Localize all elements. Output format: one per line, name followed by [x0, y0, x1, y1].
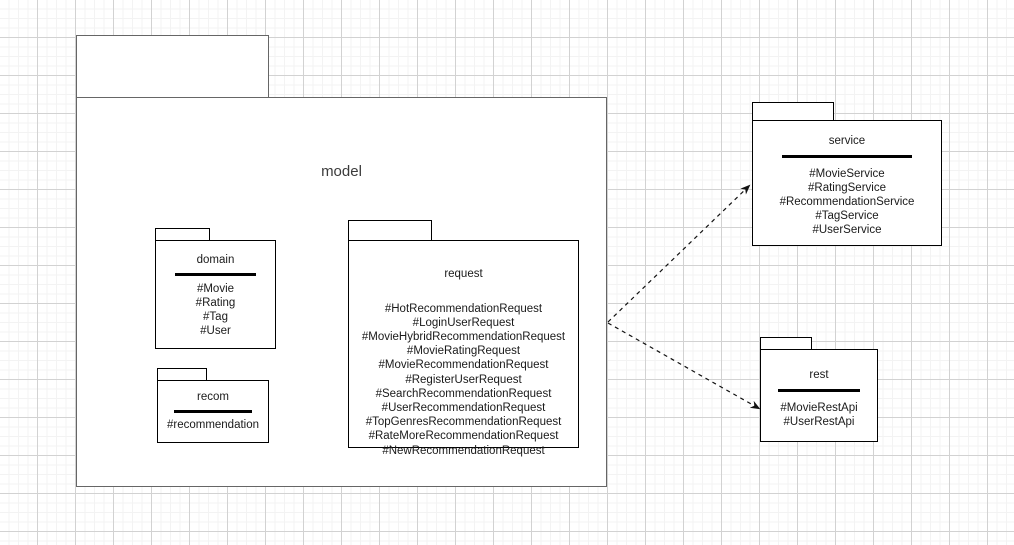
member-item: #Rating	[195, 296, 236, 309]
member-item: #UserRestApi	[783, 415, 855, 428]
package-service-separator	[782, 154, 912, 158]
package-recom-body: recom #recommendation	[157, 380, 269, 443]
package-domain-members: #Movie #Rating #Tag #User	[156, 282, 275, 339]
member-item: #RatingService	[808, 181, 886, 194]
member-item: #NewRecommendationRequest	[382, 444, 545, 457]
package-domain-body: domain #Movie #Rating #Tag #User	[155, 240, 276, 349]
package-service-body: service #MovieService #RatingService #Re…	[752, 120, 942, 246]
package-request-title: request	[444, 268, 483, 280]
member-item: #LoginUserRequest	[412, 316, 515, 329]
member-item: #UserRecommendationRequest	[381, 402, 546, 415]
member-item: #UserService	[812, 224, 882, 237]
package-rest-tab	[760, 337, 812, 349]
dependency-model-to-rest	[607, 322, 761, 410]
package-domain-tab	[155, 228, 210, 240]
dependency-model-to-service	[607, 184, 751, 323]
member-item: #HotRecommendationRequest	[384, 302, 543, 315]
member-item: #RateMoreRecommendationRequest	[368, 430, 559, 443]
package-service-members: #MovieService #RatingService #Recommenda…	[753, 167, 941, 238]
package-service-tab	[752, 102, 834, 120]
package-recom-tab	[157, 368, 207, 380]
member-item: #User	[200, 325, 231, 338]
member-item: #Movie	[196, 282, 235, 295]
package-rest-members: #MovieRestApi #UserRestApi	[761, 401, 877, 429]
package-service-title: service	[828, 135, 866, 147]
member-item: #TopGenresRecommendationRequest	[365, 416, 562, 429]
package-rest-title: rest	[809, 369, 829, 381]
package-request-body: request #HotRecommendationRequest #Login…	[348, 240, 579, 457]
package-request-members: #HotRecommendationRequest #LoginUserRequ…	[349, 302, 578, 458]
member-item: #MovieRestApi	[780, 401, 858, 414]
package-model-tab	[76, 35, 269, 97]
package-recom[interactable]: recom #recommendation	[157, 368, 269, 443]
member-item: #MovieRatingRequest	[406, 345, 521, 358]
package-domain[interactable]: domain #Movie #Rating #Tag #User	[155, 228, 276, 349]
member-item: #recommendation	[166, 418, 260, 431]
member-item: #TagService	[815, 210, 879, 223]
package-rest-separator	[778, 388, 860, 392]
member-item: #MovieRecommendationRequest	[378, 359, 549, 372]
member-item: #MovieHybridRecommendationRequest	[361, 331, 566, 344]
package-request[interactable]: request #HotRecommendationRequest #Login…	[348, 220, 579, 457]
package-rest[interactable]: rest #MovieRestApi #UserRestApi	[760, 337, 878, 442]
member-item: #RecommendationService	[779, 196, 915, 209]
package-domain-title: domain	[196, 254, 235, 266]
package-recom-members: #recommendation	[158, 418, 268, 432]
member-item: #MovieService	[809, 167, 885, 180]
package-domain-separator	[175, 272, 256, 276]
package-recom-separator	[174, 409, 252, 413]
member-item: #RegisterUserRequest	[405, 373, 522, 386]
package-service[interactable]: service #MovieService #RatingService #Re…	[752, 102, 942, 246]
package-recom-title: recom	[197, 391, 229, 403]
package-rest-body: rest #MovieRestApi #UserRestApi	[760, 349, 878, 442]
member-item: #Tag	[203, 311, 228, 324]
package-request-tab	[348, 220, 432, 240]
member-item: #SearchRecommendationRequest	[375, 387, 552, 400]
package-model-title: model	[321, 163, 362, 180]
